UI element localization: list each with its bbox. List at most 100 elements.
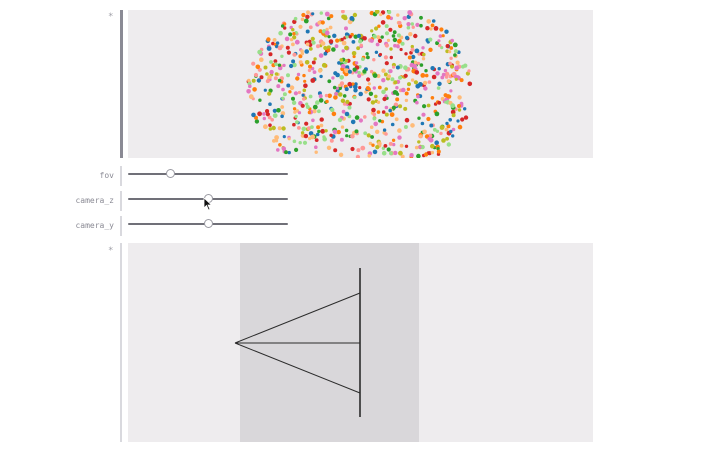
- cloud-point: [302, 73, 306, 78]
- cloud-point: [445, 44, 450, 48]
- cloud-point: [278, 30, 283, 36]
- cloud-point: [351, 51, 357, 56]
- camera-z-slider[interactable]: [128, 193, 288, 205]
- cloud-point: [435, 129, 440, 133]
- cloud-point: [341, 49, 345, 53]
- cloud-point: [449, 56, 453, 60]
- cloud-point: [376, 35, 381, 40]
- cloud-point: [426, 116, 431, 122]
- camera-y-slider[interactable]: [128, 218, 288, 230]
- cloud-point: [307, 110, 312, 115]
- cloud-point: [319, 74, 323, 79]
- cloud-point: [415, 22, 420, 27]
- cloud-point: [410, 44, 414, 49]
- cloud-point: [266, 37, 271, 42]
- cloud-point: [297, 90, 301, 95]
- cloud-point: [392, 90, 398, 95]
- cloud-point: [303, 83, 308, 88]
- cloud-point: [317, 109, 321, 114]
- cloud-point: [445, 49, 450, 54]
- cloud-point: [265, 79, 270, 84]
- cloud-point: [451, 113, 456, 118]
- cloud-point: [388, 69, 393, 74]
- cloud-point: [254, 119, 260, 124]
- cloud-point: [397, 38, 402, 44]
- cloud-point: [335, 72, 340, 78]
- cloud-point: [429, 123, 434, 128]
- cloud-point: [406, 22, 411, 27]
- cloud-point: [338, 86, 342, 91]
- cloud-point: [281, 126, 286, 131]
- cloud-point: [454, 65, 460, 71]
- cell-bar: [120, 166, 122, 186]
- cloud-point: [344, 128, 349, 133]
- frustum-top-edge: [234, 292, 361, 344]
- cloud-point: [359, 43, 363, 47]
- cloud-point: [380, 20, 386, 25]
- cloud-point: [437, 100, 442, 105]
- cloud-point: [340, 37, 344, 42]
- cloud-point: [339, 137, 344, 142]
- cloud-point: [379, 13, 383, 17]
- cloud-point: [295, 120, 299, 124]
- cloud-point: [393, 150, 398, 156]
- cloud-point: [318, 94, 323, 99]
- cloud-point: [363, 131, 368, 136]
- cloud-point: [298, 54, 303, 59]
- cloud-point: [286, 83, 291, 88]
- cloud-point: [266, 46, 272, 51]
- cloud-point: [303, 79, 307, 83]
- cloud-point: [308, 131, 314, 136]
- camera-frustum: [234, 268, 361, 417]
- cloud-point: [300, 103, 305, 108]
- cloud-point: [292, 139, 297, 144]
- cloud-point: [419, 15, 423, 20]
- cloud-point: [439, 27, 444, 32]
- cloud-point: [378, 52, 383, 57]
- cloud-point: [310, 78, 316, 83]
- cloud-point: [390, 77, 395, 82]
- fov-slider[interactable]: [128, 168, 288, 180]
- cloud-point: [374, 50, 379, 54]
- cloud-point: [369, 38, 374, 43]
- cloud-point: [404, 98, 409, 103]
- cloud-point: [324, 129, 328, 133]
- cloud-point: [361, 57, 365, 61]
- cloud-point: [340, 98, 346, 104]
- cloud-point: [324, 11, 330, 17]
- cloud-point: [326, 45, 331, 50]
- cloud-point: [388, 141, 393, 146]
- cloud-point: [294, 39, 300, 45]
- cloud-point: [274, 62, 278, 66]
- cloud-point: [376, 110, 381, 114]
- cloud-point: [326, 48, 331, 53]
- cloud-point: [366, 97, 371, 102]
- cloud-point: [370, 135, 374, 139]
- cloud-point: [416, 94, 420, 99]
- cloud-point: [404, 144, 409, 148]
- cloud-point: [354, 129, 359, 134]
- cloud-point: [337, 117, 343, 123]
- cloud-point: [455, 60, 460, 65]
- cloud-point: [293, 91, 298, 96]
- cloud-point: [388, 108, 393, 113]
- cloud-point: [434, 111, 440, 117]
- cloud-point: [415, 100, 419, 105]
- cloud-point: [274, 72, 279, 76]
- cloud-point: [272, 113, 278, 118]
- cloud-point: [404, 91, 409, 96]
- cloud-point: [425, 26, 430, 31]
- cloud-point: [272, 108, 277, 113]
- cloud-point: [365, 52, 369, 56]
- cloud-point: [456, 119, 460, 123]
- cloud-point: [426, 103, 431, 108]
- cloud-point: [369, 125, 374, 129]
- cloud-point: [437, 81, 442, 87]
- cloud-point: [366, 55, 370, 60]
- cloud-point: [451, 127, 456, 132]
- cloud-point: [372, 58, 376, 62]
- cloud-point: [263, 88, 267, 92]
- cloud-point: [282, 135, 286, 139]
- cloud-point: [263, 65, 268, 70]
- cloud-point: [384, 61, 389, 66]
